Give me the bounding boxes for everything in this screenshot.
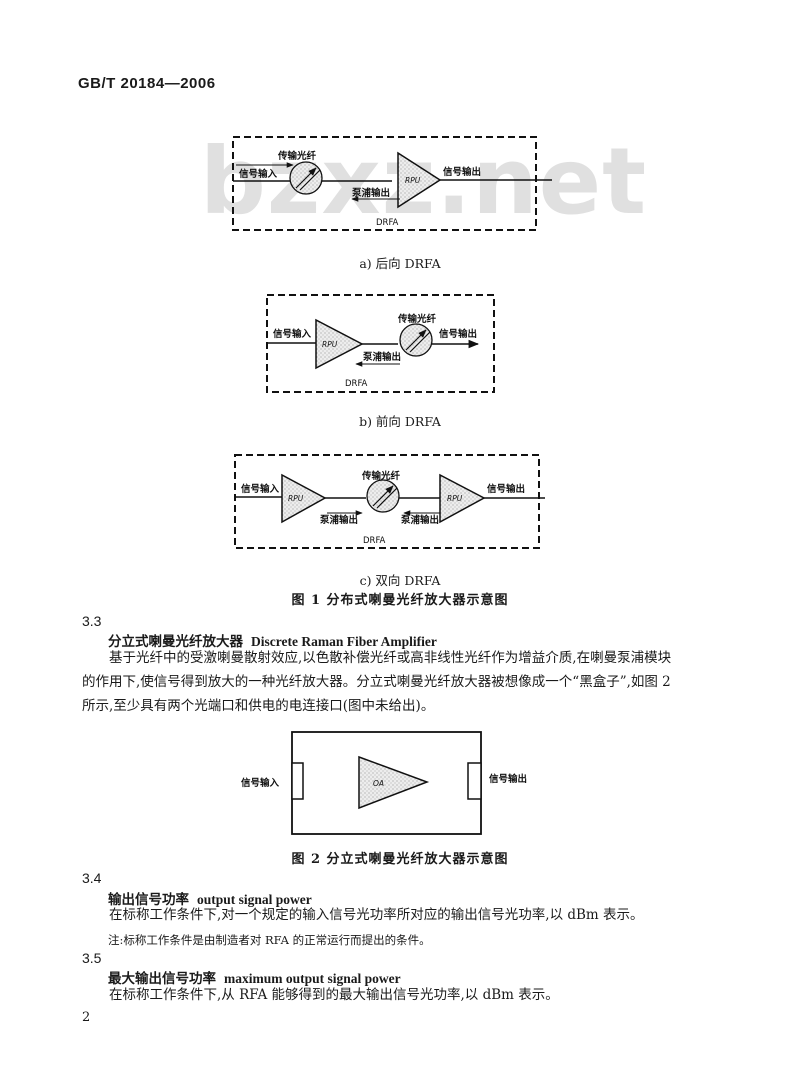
term-en: output signal power <box>197 892 312 907</box>
input-port <box>291 762 304 800</box>
figure2-diagram: OA 信号输入 信号输出 <box>241 731 527 835</box>
section-3-3-line3: 所示,至少具有两个光端口和供电的电连接口(图中未给出)。 <box>82 698 435 714</box>
drfa-label: DRFA <box>376 218 399 228</box>
figure1c-diagram: 传输光纤 信号输入 信号输出 泵浦输出 泵浦输出 RPU RPU DRFA <box>234 454 545 549</box>
output-label: 信号输出 <box>443 166 481 178</box>
term-cn: 输出信号功率 <box>108 892 189 908</box>
figure1b-diagram: 传输光纤 信号输入 信号输出 泵浦输出 RPU DRFA <box>266 294 495 393</box>
output-label: 信号输出 <box>439 328 477 340</box>
input-label: 信号输入 <box>241 777 280 789</box>
output-port <box>467 762 482 800</box>
section-3-3-line1: 基于光纤中的受激喇曼散射效应,以色散补偿光纤或高非线性光纤作为增益介质,在喇曼泵… <box>109 650 672 666</box>
rpu-left-label: RPU <box>288 494 304 503</box>
figure1a-diagram: 传输光纤 信号输入 信号输出 泵浦输出 RPU DRFA <box>232 136 552 231</box>
section-3-4-term: 输出信号功率 output signal power <box>108 888 312 908</box>
figure1c-caption: c) 双向 DRFA <box>359 573 441 588</box>
figure1b-caption: b) 前向 DRFA <box>359 414 441 429</box>
term-cn: 最大输出信号功率 <box>108 971 216 987</box>
drfa-label: DRFA <box>345 379 368 389</box>
section-3-4-body: 在标称工作条件下,对一个规定的输入信号光功率所对应的输出信号光功率,以 dBm … <box>109 907 644 923</box>
rpu-label: RPU <box>405 176 421 185</box>
input-label: 信号输入 <box>241 483 280 495</box>
figure1-diagrams: 传输光纤 信号输入 信号输出 泵浦输出 RPU DRFA 传输光纤 信号输入 信… <box>232 136 552 549</box>
figure1a-caption: a) 后向 DRFA <box>359 256 441 271</box>
fiber-label: 传输光纤 <box>361 470 401 482</box>
figure2-title: 图 2 分立式喇曼光纤放大器示意图 <box>291 852 509 867</box>
term-cn: 分立式喇曼光纤放大器 <box>108 634 243 650</box>
input-label: 信号输入 <box>273 328 312 340</box>
pump-label-right: 泵浦输出 <box>400 514 439 526</box>
page-number: 2 <box>82 1010 91 1025</box>
rpu-amplifier-icon <box>315 318 364 370</box>
output-label: 信号输出 <box>487 483 525 495</box>
rpu-amplifier-icon <box>281 473 327 524</box>
fiber-label: 传输光纤 <box>397 313 437 325</box>
oa-label: OA <box>373 779 384 788</box>
standard-number: GB/T 20184—2006 <box>78 75 216 92</box>
section-3-5-term: 最大输出信号功率 maximum output signal power <box>108 967 401 987</box>
output-label: 信号输出 <box>489 773 527 785</box>
section-3-5-number: 3.5 <box>82 950 102 966</box>
section-3-5-body: 在标称工作条件下,从 RFA 能够得到的最大输出信号光功率,以 dBm 表示。 <box>109 987 559 1003</box>
section-3-4-number: 3.4 <box>82 870 102 886</box>
fiber-label: 传输光纤 <box>277 150 317 162</box>
term-en: Discrete Raman Fiber Amplifier <box>251 634 437 649</box>
rpu-right-label: RPU <box>447 494 463 503</box>
term-en: maximum output signal power <box>224 971 401 986</box>
rpu-amplifier-icon <box>439 473 486 524</box>
section-3-3-number: 3.3 <box>82 613 102 629</box>
oa-amplifier-icon <box>358 755 430 810</box>
figure1-title: 图 1 分布式喇曼光纤放大器示意图 <box>291 593 509 608</box>
rpu-amplifier-icon <box>397 151 442 209</box>
section-3-3-term: 分立式喇曼光纤放大器 Discrete Raman Fiber Amplifier <box>108 630 437 650</box>
drfa-label: DRFA <box>363 536 386 546</box>
section-3-3-line2: 的作用下,使信号得到放大的一种光纤放大器。分立式喇曼光纤放大器被想像成一个“黑盒… <box>82 674 671 690</box>
pump-label: 泵浦输出 <box>351 187 390 199</box>
section-3-4-note: 注:标称工作条件是由制造者对 RFA 的正常运行而提出的条件。 <box>108 933 431 947</box>
input-label: 信号输入 <box>239 168 278 180</box>
pump-label-left: 泵浦输出 <box>319 514 358 526</box>
rpu-label: RPU <box>322 340 338 349</box>
pump-label: 泵浦输出 <box>362 351 401 363</box>
